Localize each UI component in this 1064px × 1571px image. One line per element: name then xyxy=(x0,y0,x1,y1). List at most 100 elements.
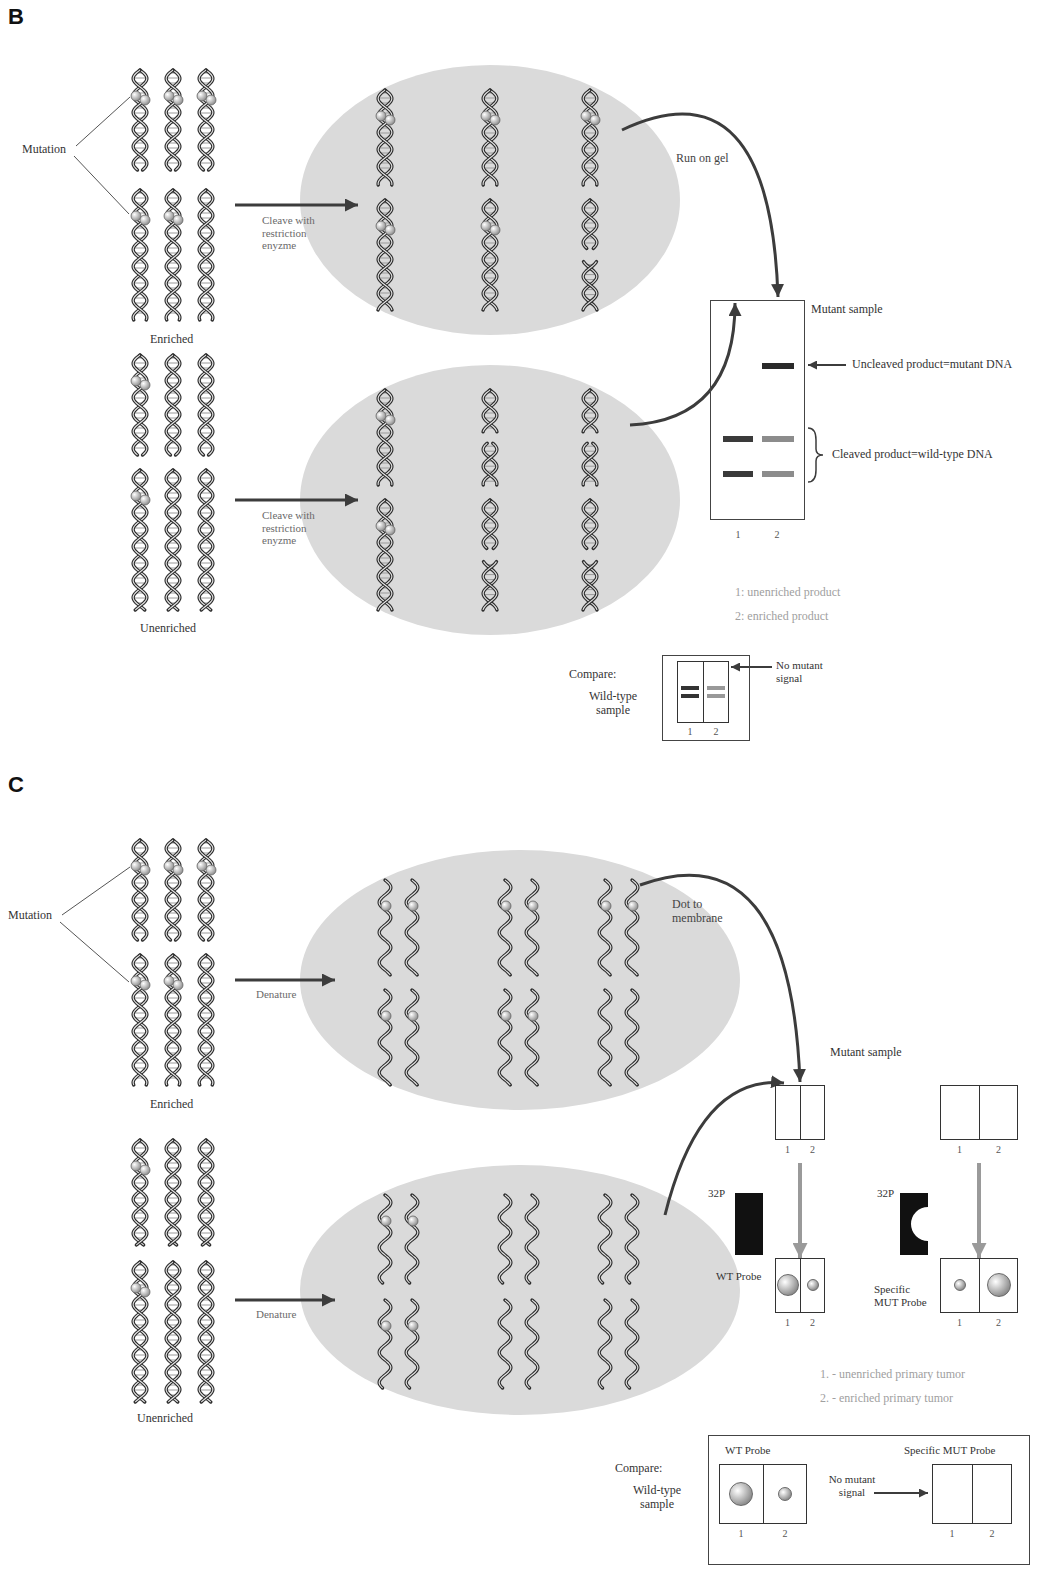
strand xyxy=(166,1262,180,1402)
mutation-marker xyxy=(376,521,386,531)
base-pair xyxy=(378,208,392,209)
probe-label: WT Probe xyxy=(716,1270,761,1283)
strand xyxy=(499,880,511,975)
group-heading: Mutant sample xyxy=(830,1046,902,1060)
strand xyxy=(483,443,497,485)
single-strand-dna xyxy=(406,1195,418,1283)
mutation-marker xyxy=(490,225,500,235)
dna-double-helix xyxy=(199,190,213,320)
dna-double-helix xyxy=(164,190,183,320)
dna-double-helix xyxy=(131,840,150,940)
base-pair xyxy=(583,508,597,509)
mutation-marker xyxy=(197,91,207,101)
strand-highlight xyxy=(199,70,213,170)
strand xyxy=(599,880,611,975)
strand-highlight xyxy=(583,500,597,548)
mutation-marker xyxy=(131,861,141,871)
mutation-marker xyxy=(581,111,591,121)
base-pair xyxy=(378,433,392,434)
base-pair xyxy=(133,78,147,79)
compare-label: Compare: xyxy=(615,1462,662,1476)
strand-highlight xyxy=(378,200,392,310)
lane-number: 2 xyxy=(993,1144,1005,1156)
lane-number: 2 xyxy=(710,726,722,738)
strand xyxy=(626,1195,638,1283)
strand-highlight xyxy=(133,840,147,940)
process-arrow xyxy=(235,499,358,502)
base-pair xyxy=(583,133,597,134)
dna-double-helix xyxy=(164,955,183,1085)
mutation-marker xyxy=(381,1011,391,1021)
strand xyxy=(133,190,147,320)
base-pair xyxy=(133,1270,147,1271)
strand-highlight xyxy=(583,500,597,548)
strand xyxy=(166,955,180,1085)
base-pair xyxy=(378,508,392,509)
mutation-marker xyxy=(140,865,150,875)
mutation-marker xyxy=(164,211,174,221)
strand xyxy=(599,990,611,1085)
mutation-marker xyxy=(385,115,395,125)
strand-highlight xyxy=(499,990,511,1085)
mutation-marker xyxy=(376,221,386,231)
lane-number: 1 xyxy=(782,1317,794,1329)
strand xyxy=(166,470,180,610)
base-pair xyxy=(133,933,147,934)
dna-double-helix xyxy=(376,90,395,185)
strand-highlight xyxy=(583,562,597,610)
mutation-marker xyxy=(206,95,216,105)
transfer-arrow xyxy=(640,875,800,1082)
mutation-marker xyxy=(164,861,174,871)
strand xyxy=(378,90,392,185)
strand xyxy=(499,1195,511,1283)
strand xyxy=(626,990,638,1085)
lane-number: 1 xyxy=(684,726,696,738)
strand xyxy=(378,390,392,485)
dna-double-helix xyxy=(199,955,213,1085)
dna-double-helix xyxy=(131,955,150,1085)
mutation-marker xyxy=(140,380,150,390)
base-pair xyxy=(166,163,180,164)
strand xyxy=(166,840,180,940)
dna-double-helix xyxy=(166,1140,180,1245)
base-pair xyxy=(166,563,180,564)
strand-highlight xyxy=(583,90,597,185)
strand-highlight xyxy=(166,955,180,1085)
lane-number: 2 xyxy=(993,1317,1005,1329)
strand-highlight xyxy=(133,955,147,1085)
strand xyxy=(379,1300,391,1388)
base-pair xyxy=(166,1390,180,1391)
strand xyxy=(166,1140,180,1245)
strand xyxy=(599,1195,611,1283)
panel-letter: C xyxy=(8,772,24,797)
strand xyxy=(599,1300,611,1388)
lane-number: 2 xyxy=(771,529,783,541)
strand xyxy=(199,355,213,455)
band-label: Cleaved product=wild-type DNA xyxy=(832,448,993,462)
mutation-marker xyxy=(601,901,611,911)
mutation-marker xyxy=(408,1011,418,1021)
base-pair xyxy=(133,963,147,964)
mutation-marker xyxy=(481,221,491,231)
strand xyxy=(166,70,180,170)
single-strand-dna xyxy=(406,990,418,1085)
strand xyxy=(483,562,497,610)
leader-line xyxy=(74,156,129,214)
strand xyxy=(199,355,213,455)
mutation-marker xyxy=(481,111,491,121)
base-pair xyxy=(483,98,497,99)
mutation-marker xyxy=(376,411,386,421)
base-pair xyxy=(133,448,147,449)
strand-highlight xyxy=(166,470,180,610)
strand xyxy=(133,955,147,1085)
strand xyxy=(583,500,597,548)
step-label: Run on gel xyxy=(676,152,729,166)
sample-pool xyxy=(300,1165,740,1415)
strand-highlight xyxy=(599,1195,611,1283)
strand-highlight xyxy=(133,1140,147,1245)
strand xyxy=(626,880,638,975)
base-pair xyxy=(166,1183,180,1184)
strand xyxy=(583,90,597,185)
dna-double-helix xyxy=(583,500,597,610)
